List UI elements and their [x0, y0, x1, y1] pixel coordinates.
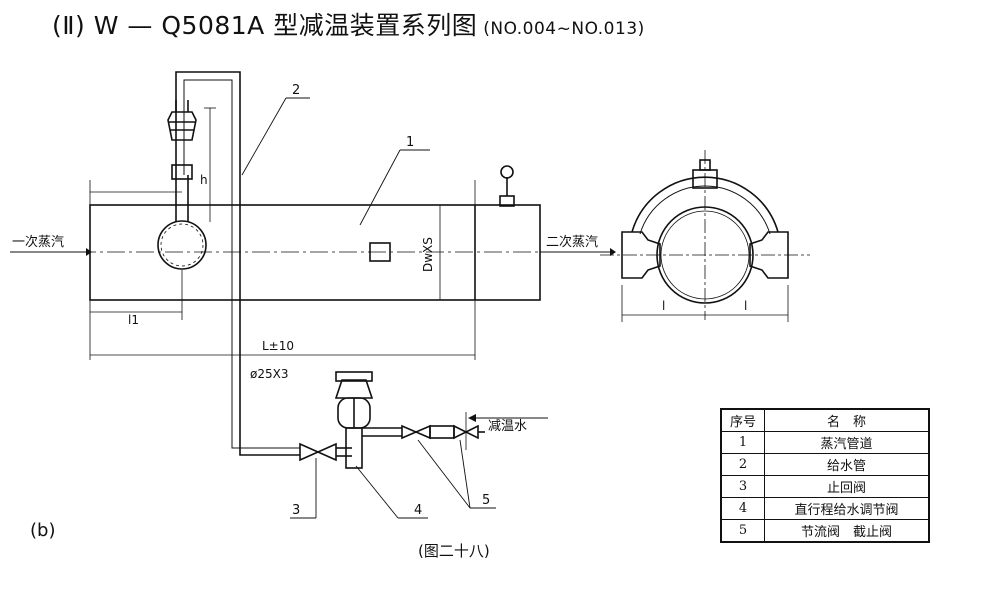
- leader-1: [359, 149, 401, 226]
- row-name: 给水管: [764, 453, 930, 476]
- gauge-dial: [500, 165, 514, 179]
- outlet-label: 二次蒸汽: [546, 234, 598, 250]
- nozzle-circle-inner: [160, 223, 204, 267]
- water-pipe-inner: [183, 79, 300, 449]
- inlet-arrowhead: [86, 248, 92, 256]
- length-label: L±10: [262, 339, 294, 353]
- table-row: 5 节流阀 截止阀: [720, 519, 930, 543]
- row-no: 2: [720, 453, 765, 476]
- callout-5: 5: [482, 493, 490, 508]
- table-header-row: 序号 名 称: [720, 408, 930, 432]
- leader-2: [241, 97, 287, 176]
- header-name: 名 称: [764, 408, 930, 432]
- pipe-size-label: ø25X3: [250, 367, 288, 381]
- callout-1: 1: [406, 135, 414, 150]
- callout-3: 3: [292, 503, 300, 518]
- center-square: [369, 242, 391, 262]
- callout-4: 4: [414, 503, 422, 518]
- side-top-cap: [699, 159, 711, 171]
- table-row: 4 直行程给水调节阀: [720, 497, 930, 520]
- spray-nozzle: [167, 111, 197, 141]
- row-no: 3: [720, 475, 765, 498]
- table-row: 3 止回阀: [720, 475, 930, 498]
- nozzle-fitting: [171, 164, 193, 180]
- row-no: 5: [720, 519, 765, 543]
- throttle-valve: [401, 424, 419, 440]
- parts-table: 序号 名 称 1 蒸汽管道 2 给水管 3 止回阀 4 直行程给水调节阀 5 节…: [720, 408, 930, 543]
- check-valve: [316, 442, 337, 462]
- side-arc-inner: [639, 185, 771, 235]
- title-main: (Ⅱ) W — Q5081A 型减温装置系列图: [52, 11, 478, 40]
- throttle-valve: [413, 424, 431, 440]
- figure-caption: (图二十八): [418, 542, 490, 560]
- inlet-label: 一次蒸汽: [12, 234, 64, 250]
- table-row: 1 蒸汽管道: [720, 431, 930, 454]
- diameter-label: DwXS: [421, 237, 435, 272]
- leader-4: [355, 465, 399, 519]
- side-l-right: l: [744, 299, 747, 313]
- leader-5: [417, 439, 471, 509]
- header-no: 序号: [720, 408, 765, 432]
- leader-5: [459, 439, 471, 509]
- callout-2: 2: [292, 83, 300, 98]
- reg-valve-bonnet: [334, 379, 374, 399]
- row-no: 4: [720, 497, 765, 520]
- stop-valve-wing: [464, 424, 479, 440]
- main-pipe-body: [89, 204, 541, 301]
- stop-valve: [429, 425, 455, 439]
- side-l-left: l: [662, 299, 665, 313]
- side-flange-right: [749, 231, 789, 279]
- row-name: 蒸汽管道: [764, 431, 930, 454]
- outlet-arrowhead: [610, 248, 616, 256]
- row-name: 节流阀 截止阀: [764, 519, 930, 543]
- check-valve: [299, 442, 320, 462]
- figure-tag: (b): [30, 520, 56, 541]
- l1-label: l1: [128, 313, 139, 327]
- h-label: h: [200, 173, 208, 187]
- stop-valve-wing: [453, 424, 468, 440]
- reg-valve-actuator: [335, 371, 373, 382]
- nozzle-circle: [157, 220, 207, 270]
- water-label: 减温水: [488, 419, 527, 434]
- row-no: 1: [720, 431, 765, 454]
- table-row: 2 给水管: [720, 453, 930, 476]
- side-flange-left: [621, 231, 661, 279]
- row-name: 直行程给水调节阀: [764, 497, 930, 520]
- side-arc-outer: [631, 176, 779, 233]
- title-sub: (NO.004~NO.013): [483, 19, 645, 39]
- row-name: 止回阀: [764, 475, 930, 498]
- water-arrowhead: [468, 414, 476, 422]
- page-title: (Ⅱ) W — Q5081A 型减温装置系列图(NO.004~NO.013): [52, 6, 645, 42]
